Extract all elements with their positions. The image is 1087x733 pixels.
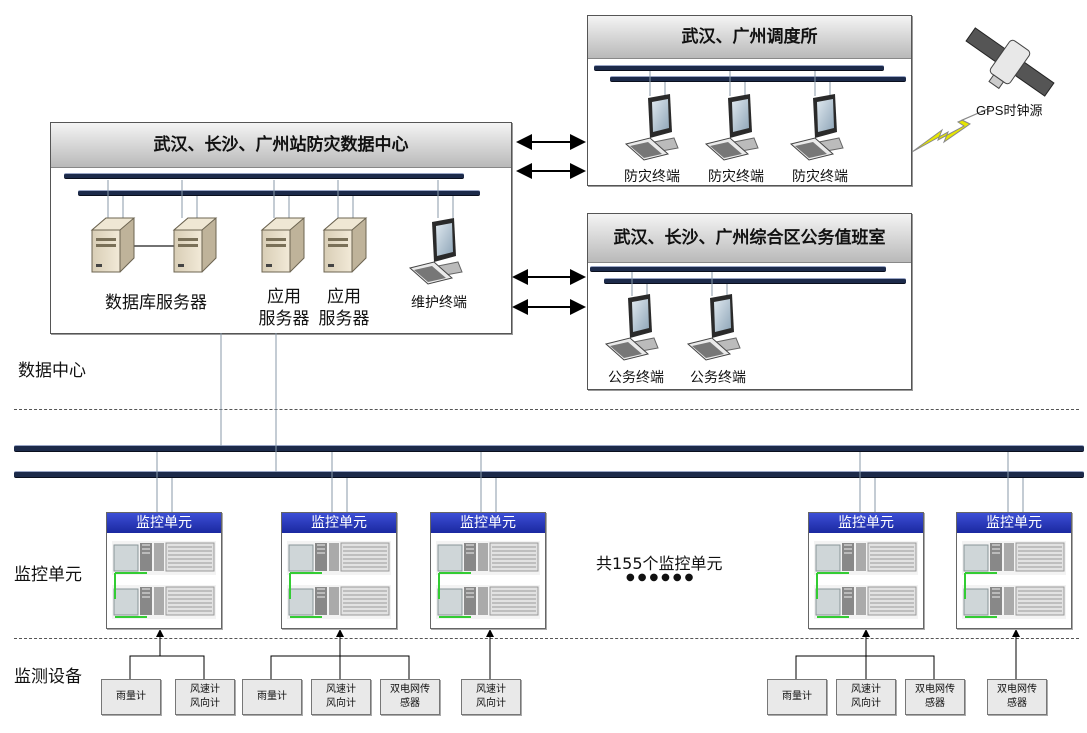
zone-divider-top	[14, 409, 1079, 410]
duty-bus-2	[604, 278, 906, 284]
app-server-label-1: 应用 服务器	[258, 287, 310, 329]
zone-label-data-center: 数据中心	[18, 361, 86, 381]
monitor-unit-4: 监控单元	[808, 512, 924, 629]
monitor-rack-icon	[813, 540, 919, 620]
disaster-terminal-icon-1	[625, 93, 679, 161]
dispatch-bus-2	[610, 76, 906, 82]
zone-label-monitor-unit: 监控单元	[14, 565, 82, 585]
grid-sensor-3: 双电网传 感器	[987, 679, 1047, 715]
rain-gauge-3: 雨量计	[767, 679, 827, 715]
monitor-unit-title: 监控单元	[957, 513, 1071, 533]
gps-satellite-icon	[965, 27, 1055, 97]
wind-sensor-3: 风速计 风向计	[461, 679, 521, 715]
monitor-rack-icon	[961, 540, 1067, 620]
monitor-unit-5: 监控单元	[956, 512, 1072, 629]
lightning-icon	[911, 107, 991, 153]
dispatch-office-title: 武汉、广州调度所	[588, 16, 911, 59]
zone-label-monitor-device: 监测设备	[14, 667, 82, 687]
duty-bus-1	[590, 266, 886, 272]
wind-sensor-4: 风速计 风向计	[836, 679, 896, 715]
monitor-unit-3: 监控单元	[430, 512, 546, 629]
monitor-rack-icon	[435, 540, 541, 620]
data-center-bus-2	[78, 190, 480, 196]
rain-gauge-2: 雨量计	[242, 679, 302, 715]
zone-divider-bottom	[14, 638, 1079, 639]
disaster-terminal-label-1: 防灾终端	[624, 169, 680, 185]
monitor-unit-title: 监控单元	[282, 513, 396, 533]
backbone-bus-1	[14, 445, 1084, 452]
disaster-terminal-icon-2	[705, 93, 759, 161]
data-center-title: 武汉、长沙、广州站防灾数据中心	[51, 123, 511, 168]
monitor-unit-title: 监控单元	[809, 513, 923, 533]
duty-terminal-icon-1	[605, 293, 659, 361]
wind-sensor-1: 风速计 风向计	[175, 679, 235, 715]
wind-sensor-2: 风速计 风向计	[311, 679, 371, 715]
rain-gauge-1: 雨量计	[101, 679, 161, 715]
monitor-unit-title: 监控单元	[431, 513, 545, 533]
duty-terminal-label-2: 公务终端	[690, 370, 746, 386]
monitor-unit-title: 监控单元	[107, 513, 221, 533]
monitor-unit-2: 监控单元	[281, 512, 397, 629]
db-server-icon-2	[173, 217, 217, 273]
duty-terminal-label-1: 公务终端	[608, 370, 664, 386]
grid-sensor-2: 双电网传 感器	[905, 679, 965, 715]
disaster-terminal-icon-3	[790, 93, 844, 161]
backbone-bus-2	[14, 471, 1084, 478]
app-server-icon-1	[261, 217, 305, 273]
duty-room-title: 武汉、长沙、广州综合区公务值班室	[588, 214, 911, 263]
data-center-bus-1	[64, 173, 464, 179]
dispatch-bus-1	[594, 65, 884, 71]
disaster-terminal-label-3: 防灾终端	[792, 169, 848, 185]
unit-count-text: 共155个监控单元	[596, 554, 723, 573]
maintenance-terminal-label: 维护终端	[411, 295, 467, 311]
app-server-label-2: 应用 服务器	[318, 287, 370, 329]
monitor-rack-icon	[286, 540, 392, 620]
monitor-unit-1: 监控单元	[106, 512, 222, 629]
duty-terminal-icon-2	[687, 293, 741, 361]
db-server-icon-1	[91, 217, 135, 273]
unit-ellipsis: ●●●●●●	[626, 572, 697, 583]
disaster-terminal-label-2: 防灾终端	[708, 169, 764, 185]
gps-clock-label: GPS时钟源	[976, 103, 1043, 118]
db-server-label: 数据库服务器	[105, 293, 207, 313]
maintenance-terminal-icon	[409, 217, 463, 285]
app-server-icon-2	[323, 217, 367, 273]
grid-sensor-1: 双电网传 感器	[380, 679, 440, 715]
monitor-rack-icon	[111, 540, 217, 620]
